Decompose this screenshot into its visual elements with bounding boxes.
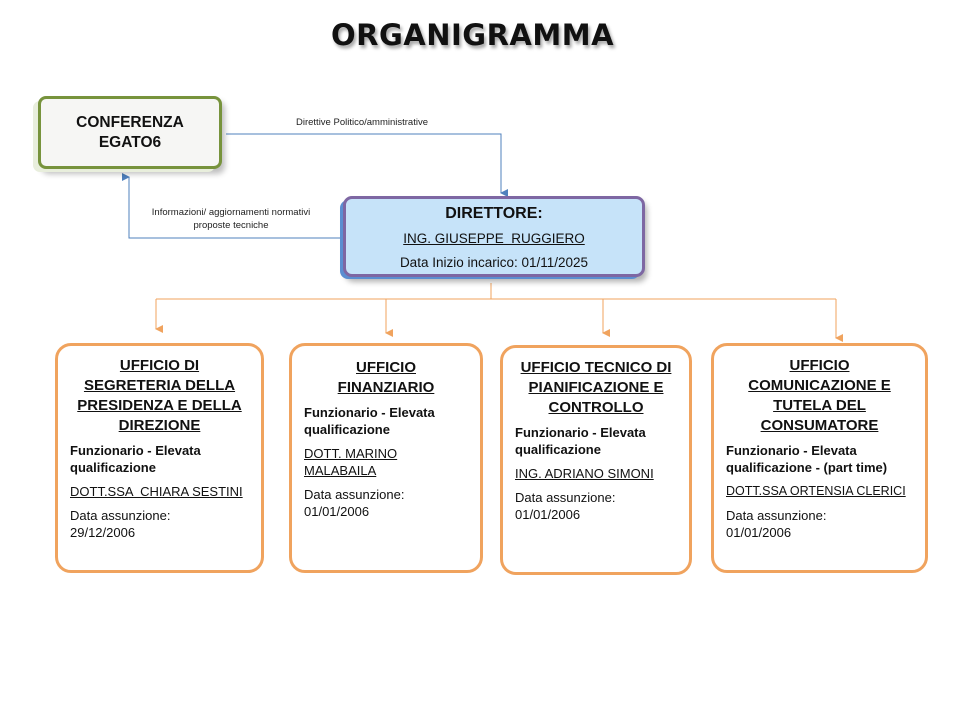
office-title: UFFICIO TECNICO DI PIANIFICAZIONE E CONT…: [520, 359, 672, 416]
office-hire-date: 01/01/2006: [515, 507, 581, 522]
conference-line2: EGATO6: [98, 133, 162, 151]
office-hire-date: 29/12/2006: [70, 525, 136, 540]
directives-label: Direttive Politico/amministrative: [296, 117, 428, 128]
office-hire-label: Data assunzione:: [515, 490, 616, 505]
office-box-tecnico: UFFICIO TECNICO DI PIANIFICAZIONE E CONT…: [500, 345, 692, 575]
info-label-line1: Informazioni/ aggiornamenti normativi: [151, 207, 311, 218]
office-role: Funzionario - Elevata qualificazione: [70, 443, 201, 475]
conference-box: CONFERENZA EGATO6: [38, 96, 222, 169]
director-name: ING. GIUSEPPE RUGGIERO: [403, 231, 585, 246]
director-heading: DIRETTORE:: [445, 205, 543, 222]
office-hire-label: Data assunzione:: [70, 508, 171, 523]
office-hire-label: Data assunzione:: [726, 508, 827, 523]
director-box: DIRETTORE: ING. GIUSEPPE RUGGIERO Data I…: [343, 196, 645, 277]
office-box-finanziario: UFFICIO FINANZIARIO Funzionario - Elevat…: [289, 343, 483, 573]
director-start-date: Data Inizio incarico: 01/11/2025: [399, 255, 589, 270]
office-hire-label: Data assunzione:: [304, 487, 405, 502]
directives-connector: [226, 133, 508, 197]
office-role: Funzionario - Elevata qualificazione: [515, 425, 646, 457]
office-title: UFFICIO COMUNICAZIONE E TUTELA DEL CONSU…: [748, 357, 891, 434]
office-person: DOTT. MARINO MALABAILA: [304, 446, 398, 478]
office-hire-date: 01/01/2006: [726, 525, 792, 540]
office-box-segreteria: UFFICIO DI SEGRETERIA DELLA PRESIDENZA E…: [55, 343, 264, 573]
office-title: UFFICIO DI SEGRETERIA DELLA PRESIDENZA E…: [77, 357, 242, 434]
office-title: UFFICIO FINANZIARIO: [337, 359, 435, 396]
office-person: DOTT.SSA CHIARA SESTINI: [70, 484, 243, 499]
info-connector: [122, 173, 341, 239]
office-role: Funzionario - Elevata qualificazione: [304, 405, 435, 437]
info-label: Informazioni/ aggiornamenti normativi pr…: [136, 206, 326, 232]
conference-line1: CONFERENZA: [76, 113, 184, 131]
office-hire-date: 01/01/2006: [304, 504, 370, 519]
office-person: ING. ADRIANO SIMONI: [515, 466, 654, 481]
info-label-line2: proposte tecniche: [193, 220, 269, 231]
page-title: ORGANIGRAMMA: [330, 18, 615, 52]
office-person: DOTT.SSA ORTENSIA CLERICI: [726, 484, 906, 498]
office-role: Funzionario - Elevata qualificazione - (…: [726, 443, 888, 475]
office-box-comunicazione: UFFICIO COMUNICAZIONE E TUTELA DEL CONSU…: [711, 343, 928, 573]
